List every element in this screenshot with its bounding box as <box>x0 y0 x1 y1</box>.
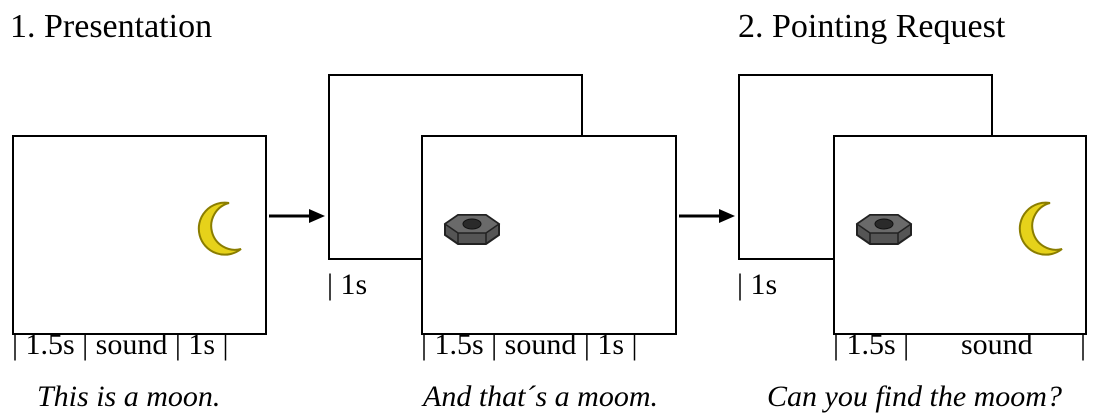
timing-sound-label: sound <box>961 328 1033 361</box>
timing-label: | 1.5s | <box>833 328 910 361</box>
back-timing-label: | 1s <box>327 268 368 301</box>
timing-end-marker: | <box>1080 328 1087 361</box>
heading-pointing-request: 2. Pointing Request <box>738 8 1006 45</box>
moon-icon <box>1018 201 1063 256</box>
moon-icon <box>197 201 242 256</box>
screen-frame <box>833 135 1087 335</box>
screen-frame <box>12 135 267 335</box>
caption: Can you find the moom? <box>767 380 1062 413</box>
caption: And that´s a moom. <box>423 380 658 413</box>
nut-icon <box>443 214 501 245</box>
arrow-icon <box>679 209 735 223</box>
timing-label: | 1.5s | sound | 1s | <box>12 328 229 361</box>
timing-label: | 1.5s | sound | 1s | <box>421 328 638 361</box>
arrow-icon <box>269 209 325 223</box>
heading-presentation: 1. Presentation <box>10 8 213 45</box>
screen-frame <box>421 135 677 335</box>
nut-icon <box>855 214 913 245</box>
back-timing-label: | 1s <box>737 268 778 301</box>
caption: This is a moon. <box>37 380 221 413</box>
